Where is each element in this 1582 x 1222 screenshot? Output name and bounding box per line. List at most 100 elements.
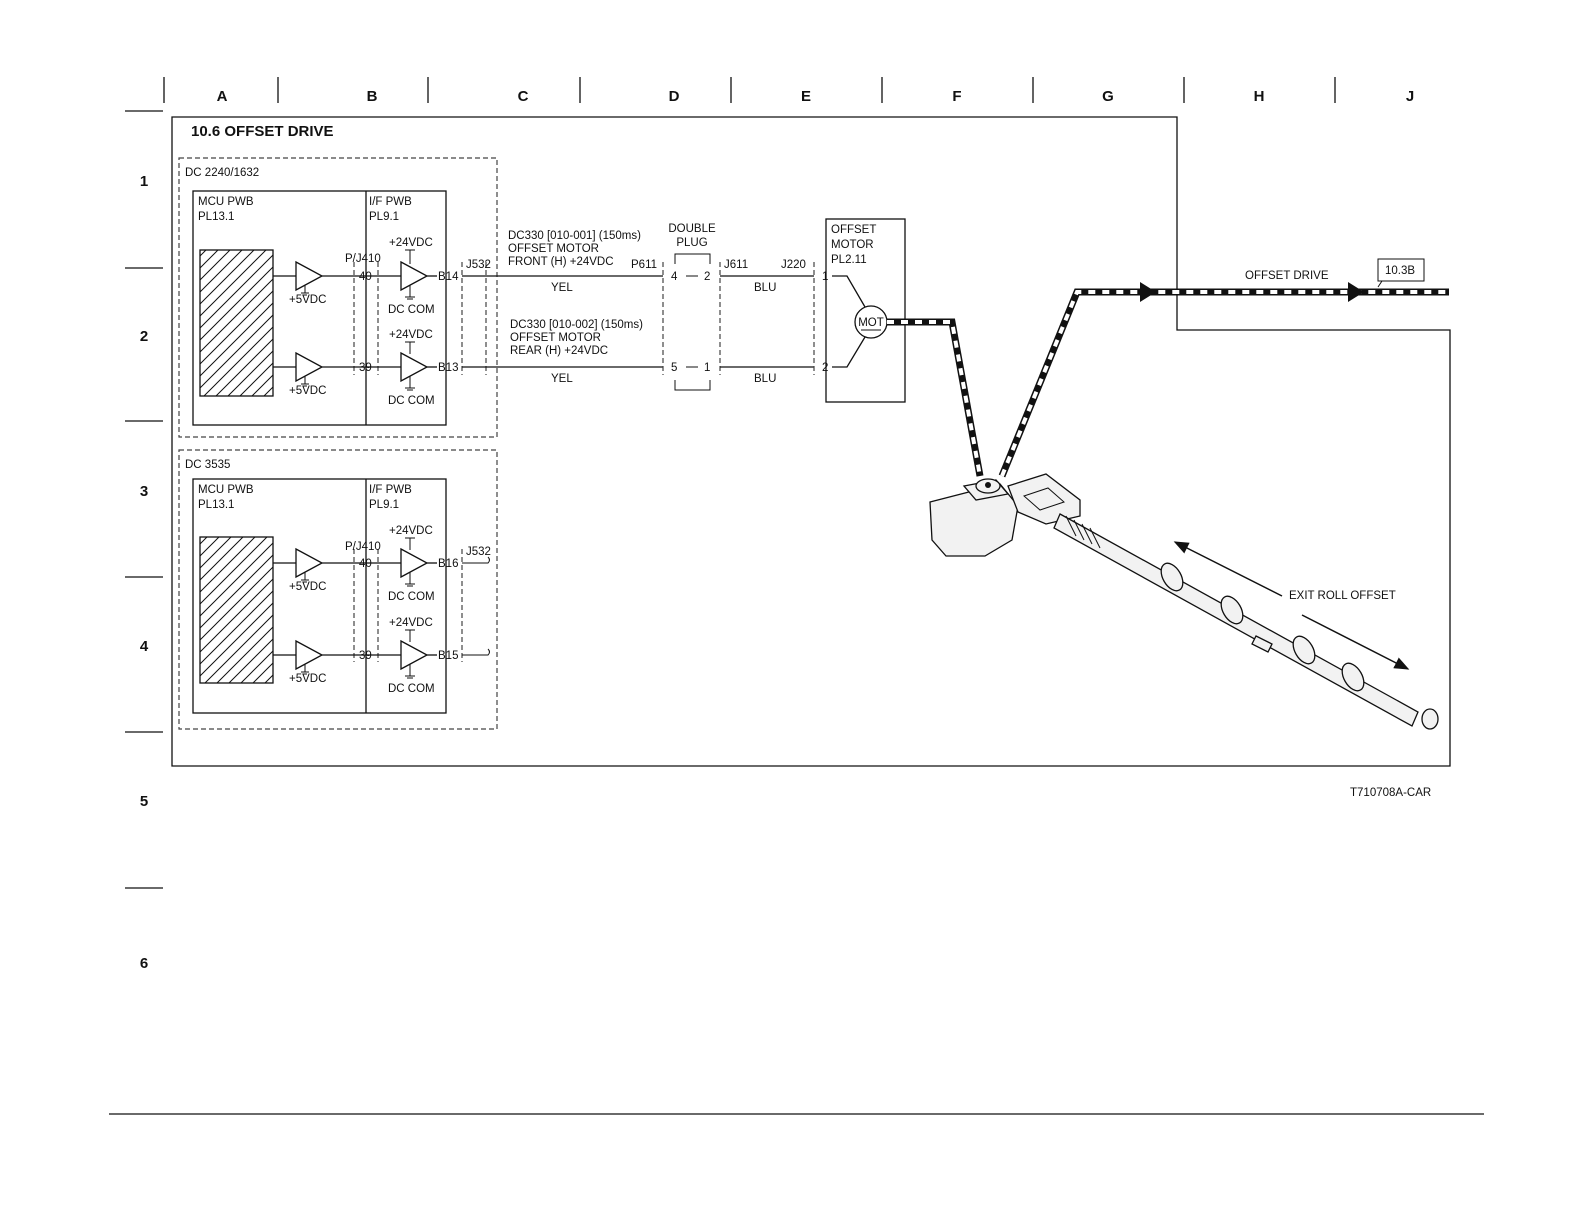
roller-3: [1292, 635, 1316, 665]
block-top-label: DC 2240/1632: [185, 167, 259, 179]
out-b14-label: B14: [438, 271, 459, 283]
col-d-label: D: [669, 88, 680, 105]
wire-yel-front-label: YEL: [551, 282, 573, 294]
offset-drive-label: OFFSET DRIVE: [1245, 270, 1329, 282]
shaft-end: [1421, 708, 1439, 730]
buffer-5v-c: [295, 547, 324, 579]
if-pwb-label: I/F PWB: [369, 196, 412, 208]
roller-1: [1160, 562, 1184, 592]
mcu-hatch: [199, 249, 274, 397]
motor-pin-2: 2: [822, 362, 828, 374]
out-b13-label: B13: [438, 362, 458, 374]
figure-id: T710708A-CAR: [1350, 787, 1431, 799]
buffer-5v-a: [295, 260, 324, 292]
signal-rear-line2: OFFSET MOTOR: [510, 332, 601, 344]
row-3-label: 3: [140, 483, 148, 500]
wire-blu-front-label: BLU: [754, 282, 776, 294]
roller-4: [1341, 662, 1365, 692]
driver-d: [400, 639, 429, 671]
plus5-a-label: +5VDC: [289, 294, 326, 306]
col-a-label: A: [217, 88, 228, 105]
if-pwb-label-2: I/F PWB: [369, 484, 412, 496]
j611-label: J611: [724, 259, 748, 271]
signal-rear-line3: REAR (H) +24VDC: [510, 345, 608, 357]
arrow-offset-left: [1173, 541, 1283, 597]
page-title: 10.6 OFFSET DRIVE: [191, 123, 334, 140]
plus24-d-label: +24VDC: [389, 617, 433, 629]
buffer-5v-b: [295, 351, 324, 383]
mcu-pwb-label: MCU PWB: [198, 196, 254, 208]
plus24-c-label: +24VDC: [389, 525, 433, 537]
motor-symbol-label: MOT: [858, 317, 884, 329]
driver-a: [400, 260, 429, 292]
plus5-d-label: +5VDC: [289, 673, 326, 685]
exit-roll-assembly: [929, 473, 1439, 730]
mcu-hatch-2: [199, 536, 274, 684]
if-pl-label-2: PL9.1: [369, 499, 399, 511]
row-1-label: 1: [140, 173, 148, 190]
offset-motor: OFFSET MOTOR PL2.11 1 2 MOT: [822, 218, 906, 403]
double-plug: DOUBLE PLUG 4 2 5 1: [662, 223, 721, 391]
pin-40-label-2: 40: [359, 558, 372, 570]
mcu-pl-label-2: PL13.1: [198, 499, 234, 511]
out-b16-label: B16: [438, 558, 458, 570]
diagram-frame: [171, 116, 1451, 767]
ref-box-label: 10.3B: [1385, 265, 1415, 277]
row-6-label: 6: [140, 955, 148, 972]
connector-pj410-label: P/J410: [345, 253, 381, 265]
dp-pin-1: 1: [704, 362, 710, 374]
signal-front-line2: OFFSET MOTOR: [508, 243, 599, 255]
ref-box: [1377, 258, 1425, 288]
dccom-b-label: DC COM: [388, 395, 435, 407]
buffer-5v-d: [295, 639, 324, 671]
pin-39-label-2: 39: [359, 650, 372, 662]
dccom-c-label: DC COM: [388, 591, 435, 603]
dccom-d-label: DC COM: [388, 683, 435, 695]
j220-label: J220: [781, 259, 806, 271]
col-b-label: B: [367, 88, 378, 105]
arrow-offset-right: [1301, 614, 1410, 670]
col-f-label: F: [952, 88, 961, 105]
out-b15-label: B15: [438, 650, 458, 662]
driver-b: [400, 351, 429, 383]
jack-j532-label: J532: [466, 259, 491, 271]
dp-pin-5: 5: [671, 362, 677, 374]
motor-line2: MOTOR: [831, 239, 874, 251]
jack-j532-label-2: J532: [466, 546, 491, 558]
plus24-b-label: +24VDC: [389, 329, 433, 341]
double-plug-line2: PLUG: [676, 237, 707, 249]
col-c-label: C: [518, 88, 529, 105]
exit-roll-label: EXIT ROLL OFFSET: [1289, 590, 1396, 602]
drive-band: [887, 282, 1449, 478]
pin-40-label: 40: [359, 271, 372, 283]
driver-c: [400, 547, 429, 579]
p611-label: P611: [631, 259, 657, 271]
col-g-label: G: [1102, 88, 1114, 105]
signal-rear-line1: DC330 [010-002] (150ms): [510, 319, 643, 331]
motor-pin-1: 1: [822, 271, 828, 283]
block-dc3535: DC 3535 MCU PWB PL13.1 I/F PWB PL9.1 +5V…: [178, 449, 498, 730]
pin-39-label: 39: [359, 362, 372, 374]
row-4-label: 4: [140, 638, 149, 655]
row-5-label: 5: [140, 793, 148, 810]
connector-pj410-label-2: P/J410: [345, 541, 381, 553]
if-pl-label: PL9.1: [369, 211, 399, 223]
bracket: [1007, 473, 1081, 525]
dp-pin-4: 4: [671, 271, 678, 283]
row-header: 1 2 3 4 5 6: [125, 110, 163, 972]
wire-yel-rear-label: YEL: [551, 373, 573, 385]
col-j-label: J: [1406, 88, 1414, 105]
block-dc2240: DC 2240/1632 MCU PWB PL13.1 I/F PWB PL9.…: [178, 157, 498, 438]
col-e-label: E: [801, 88, 811, 105]
motor-line1: OFFSET: [831, 224, 876, 236]
block-bottom-label: DC 3535: [185, 459, 230, 471]
double-plug-line1: DOUBLE: [668, 223, 716, 235]
mcu-pl-label: PL13.1: [198, 211, 234, 223]
signal-front-line1: DC330 [010-001] (150ms): [508, 230, 641, 242]
dccom-a-label: DC COM: [388, 304, 435, 316]
wire-blu-rear-label: BLU: [754, 373, 776, 385]
plus5-b-label: +5VDC: [289, 385, 326, 397]
roller-2: [1220, 595, 1244, 625]
signal-front-line3: FRONT (H) +24VDC: [508, 256, 614, 268]
